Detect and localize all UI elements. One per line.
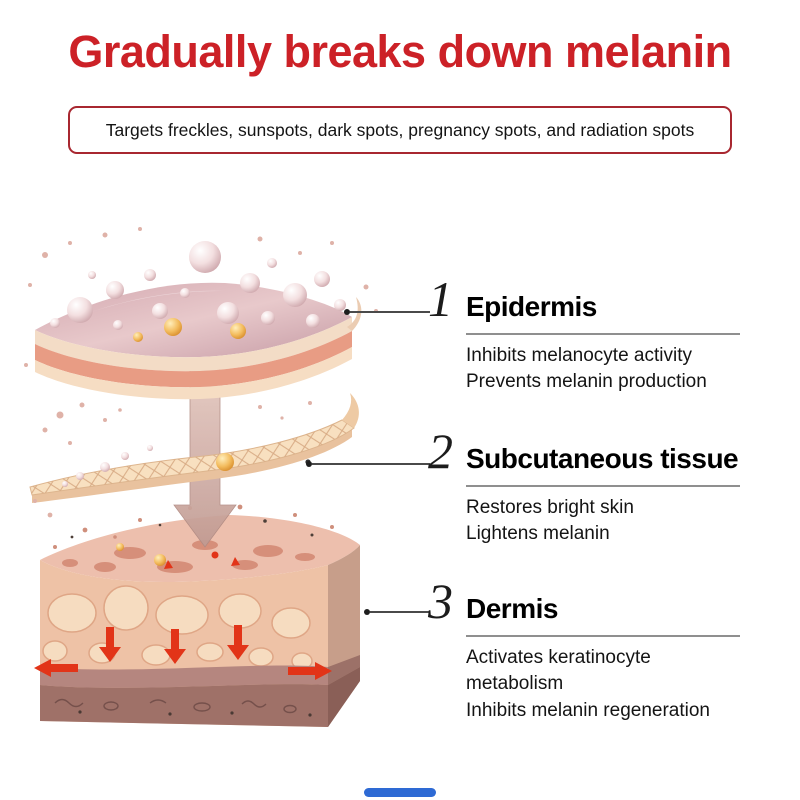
annotation-number: 1 bbox=[428, 271, 453, 327]
description-line: Inhibits melanocyte activity bbox=[466, 344, 692, 366]
page-title: Gradually breaks down melanin bbox=[68, 26, 732, 77]
connector-line-epidermis bbox=[344, 309, 430, 315]
annotation-description: Inhibits melanocyte activity Prevents me… bbox=[466, 343, 740, 396]
annotation-description: Activates keratinocyte metabolism Inhibi… bbox=[466, 645, 740, 725]
description-line: Inhibits melanin regeneration bbox=[466, 699, 710, 721]
connector-dot bbox=[306, 461, 312, 467]
connector-dot bbox=[364, 609, 370, 615]
bottom-indicator-bar bbox=[364, 788, 436, 797]
dermis-block bbox=[34, 504, 360, 727]
connector-dot bbox=[344, 309, 350, 315]
annotation-heading: 1 Epidermis bbox=[428, 271, 740, 327]
subcutaneous-mesh-sheet bbox=[29, 393, 359, 503]
description-line: Activates keratinocyte metabolism bbox=[466, 646, 651, 695]
annotation-heading: 2 Subcutaneous tissue bbox=[428, 423, 740, 479]
annotation-heading: 3 Dermis bbox=[428, 573, 740, 629]
annotation-epidermis: 1 Epidermis Inhibits melanocyte activity… bbox=[428, 271, 740, 396]
connector-line-subcutaneous bbox=[306, 461, 430, 467]
connector-line-dermis bbox=[364, 609, 430, 615]
annotation-description: Restores bright skin Lightens melanin bbox=[466, 495, 740, 548]
skin-layers-illustration bbox=[24, 227, 378, 727]
description-line: Lightens melanin bbox=[466, 523, 610, 545]
annotation-number: 2 bbox=[428, 423, 453, 479]
subtitle-box: Targets freckles, sunspots, dark spots, … bbox=[68, 106, 732, 154]
epidermis-slab bbox=[35, 282, 362, 400]
annotation-label: Epidermis bbox=[466, 291, 597, 322]
annotation-dermis: 3 Dermis Activates keratinocyte metaboli… bbox=[428, 573, 740, 725]
annotation-label: Subcutaneous tissue bbox=[466, 443, 739, 474]
melanin-pearls bbox=[50, 241, 346, 342]
description-line: Restores bright skin bbox=[466, 496, 634, 518]
subtitle-text: Targets freckles, sunspots, dark spots, … bbox=[105, 119, 695, 140]
divider-line bbox=[466, 332, 740, 335]
divider-line bbox=[466, 634, 740, 637]
annotation-number: 3 bbox=[428, 573, 453, 629]
annotation-label: Dermis bbox=[466, 593, 558, 624]
annotation-subcutaneous: 2 Subcutaneous tissue Restores bright sk… bbox=[428, 423, 740, 548]
description-line: Prevents melanin production bbox=[466, 371, 707, 393]
red-direction-arrows bbox=[34, 557, 332, 680]
divider-line bbox=[466, 484, 740, 487]
floating-particles bbox=[24, 227, 378, 518]
